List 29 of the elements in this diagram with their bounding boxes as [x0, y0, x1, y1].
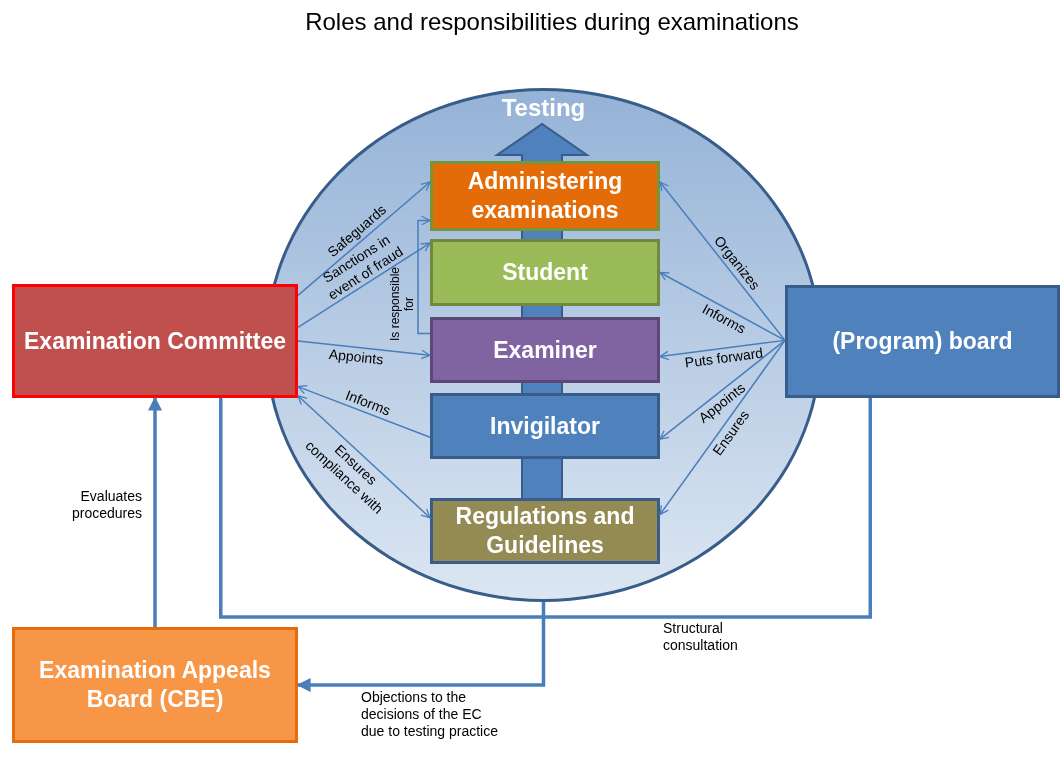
arrow	[297, 385, 431, 438]
heading-text: Testing	[501, 93, 586, 123]
arrow	[297, 340, 431, 360]
arrow	[659, 339, 786, 361]
edge-label: Objections to the decisions of the EC due to testing practice	[361, 689, 499, 740]
connector-line	[219, 398, 872, 619]
appeals-box: Examination Appeals Board (CBE)	[12, 627, 298, 743]
role-box: Invigilator	[430, 393, 660, 459]
committee-box: Examination Committee	[12, 284, 298, 398]
arrow	[296, 602, 546, 692]
arrow	[417, 215, 431, 335]
arrow	[148, 396, 162, 627]
role-box: Examiner	[430, 317, 660, 383]
arrow	[659, 339, 786, 440]
role-box: Administering examinations	[430, 161, 660, 231]
title: Roles and responsibilities during examinations	[304, 8, 800, 36]
arrow	[659, 339, 786, 516]
edge-label: Puts forward	[683, 345, 764, 372]
role-box: Student	[430, 239, 660, 306]
arrow	[297, 242, 431, 329]
edge-label: Evaluates procedures	[70, 488, 142, 522]
edge-label: Appoints	[328, 346, 385, 369]
board-box: (Program) board	[785, 285, 1060, 398]
arrow	[297, 394, 431, 519]
arrow	[297, 181, 431, 297]
arrow	[659, 181, 786, 342]
role-box: Regulations and Guidelines	[430, 498, 660, 564]
edge-label: Structural consultation	[663, 620, 739, 654]
arrow	[659, 271, 786, 342]
